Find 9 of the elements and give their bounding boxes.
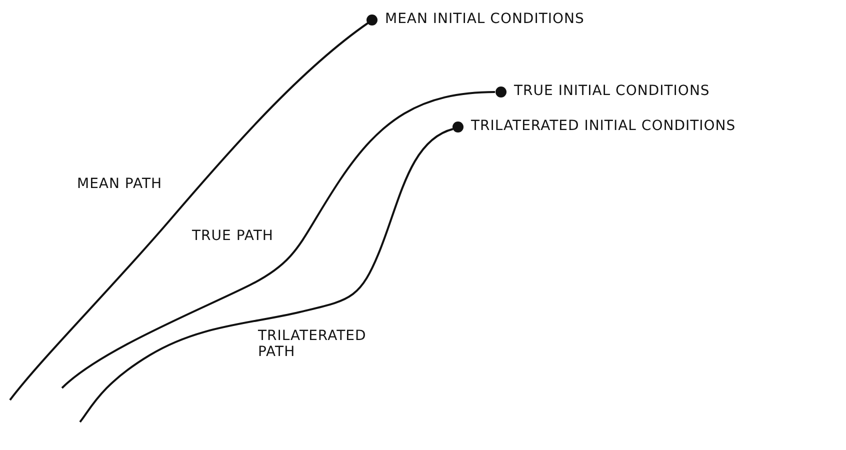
point-label: TRILATERATED INITIAL CONDITIONS: [471, 118, 736, 134]
path-curve: [79, 128, 454, 423]
edge-label: MEAN PATH: [77, 176, 164, 192]
path-curve: [9, 22, 369, 401]
point-label: MEAN INITIAL CONDITIONS: [385, 11, 584, 27]
edge-label: TRILATERATED PATH: [258, 328, 368, 360]
edge-label: TRUE PATH: [192, 228, 274, 244]
point-label: TRUE INITIAL CONDITIONS: [514, 83, 710, 99]
path-curve: [61, 91, 496, 389]
